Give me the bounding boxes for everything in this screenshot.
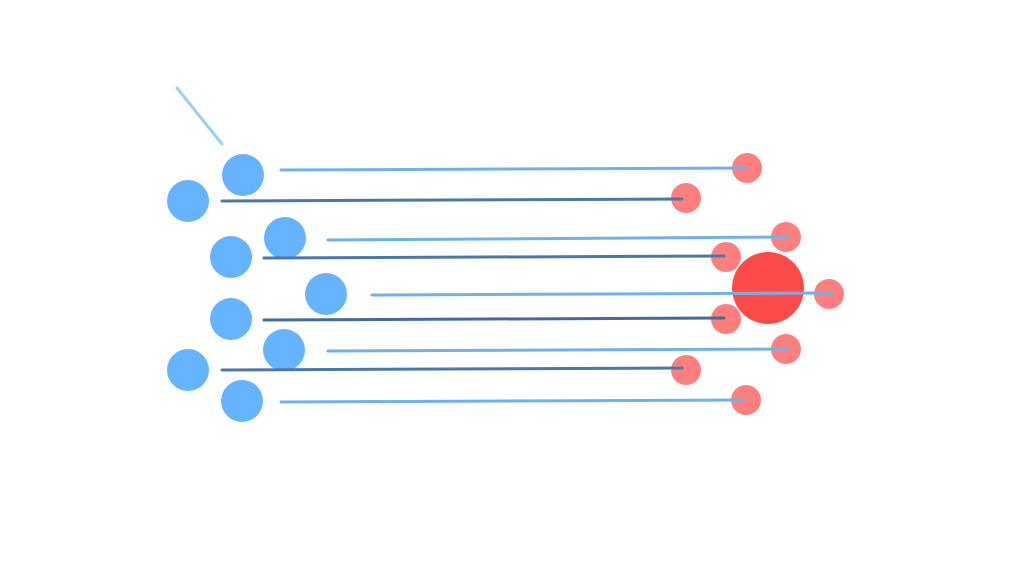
source-node	[305, 273, 347, 315]
source-node	[221, 380, 263, 422]
link-line	[262, 254, 726, 260]
pointer-line	[175, 86, 224, 146]
hub-node	[732, 252, 804, 324]
source-node	[167, 180, 209, 222]
source-node	[222, 154, 264, 196]
link-line	[220, 197, 684, 203]
source-node	[263, 329, 305, 371]
link-line	[220, 366, 684, 372]
target-node	[731, 385, 761, 415]
source-node	[210, 298, 252, 340]
target-node	[671, 183, 701, 213]
link-line	[262, 316, 726, 322]
source-node	[167, 349, 209, 391]
link-line	[326, 235, 790, 242]
target-node	[711, 242, 741, 272]
link-line	[370, 291, 834, 297]
link-line	[279, 166, 747, 172]
link-line	[279, 398, 744, 404]
source-node	[264, 217, 306, 259]
link-line	[326, 347, 790, 353]
target-node	[732, 153, 762, 183]
source-node	[210, 236, 252, 278]
target-node	[711, 304, 741, 334]
target-node	[671, 355, 701, 385]
